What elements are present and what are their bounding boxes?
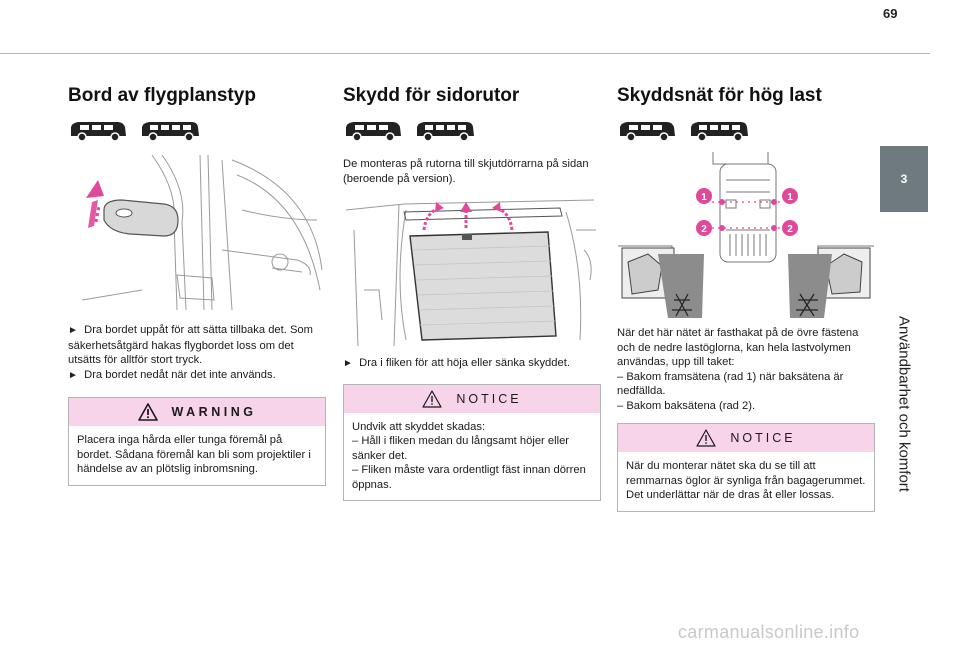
van-long-icon: [691, 122, 748, 142]
cargo-net-intro: När det här nätet är fasthakat på de övr…: [617, 327, 859, 368]
section-airplane-table: Bord av flygplanstyp: [68, 84, 326, 142]
van-icons: [617, 118, 875, 142]
header-rule: [0, 53, 930, 54]
section-title: Skydd för sidorutor: [343, 85, 520, 106]
airplane-table-body: ► Dra bordet uppåt för att sätta tillbak…: [68, 323, 326, 486]
notice-triangle-icon: [696, 429, 716, 447]
notice-text: Undvik att skyddet skadas: – Håll i flik…: [344, 413, 600, 501]
bullet-arrow-icon: ►: [343, 358, 353, 369]
marker-1-right: 1: [787, 192, 793, 203]
bullet-arrow-icon: ►: [68, 325, 78, 336]
notice-triangle-icon: [422, 389, 442, 408]
bullet-shade: ► Dra i fliken för att höja eller sänka …: [343, 356, 601, 372]
notice-title: NOTICE: [456, 391, 522, 406]
marker-2-left: 2: [701, 224, 707, 235]
notice-line: – Håll i fliken medan du långsamt höjer …: [352, 435, 570, 462]
watermark[interactable]: carmanualsonline.info: [678, 622, 860, 642]
bullet-lower: ► Dra bordet nedåt när det inte används.: [68, 368, 326, 384]
warning-title: WARNING: [171, 405, 257, 419]
chapter-tab[interactable]: 3: [880, 146, 928, 212]
bullet-shade-text: Dra i fliken för att höja eller sänka sk…: [359, 357, 570, 369]
van-icons: [68, 118, 326, 142]
notice-header: NOTICE: [344, 384, 600, 413]
chapter-label: Användbarhet och komfort: [895, 316, 913, 492]
van-icons: [343, 118, 601, 142]
van-short-icon: [620, 122, 675, 142]
warning-header: WARNING: [69, 398, 325, 426]
notice-box: NOTICE När du monterar nätet ska du se t…: [617, 423, 875, 512]
bullet-lower-text: Dra bordet nedåt när det inte används.: [84, 368, 276, 381]
warning-triangle-icon: [137, 403, 158, 421]
van-short-icon: [346, 122, 401, 142]
notice-text: När du monterar nätet ska du se till att…: [626, 460, 866, 501]
notice-line: – Fliken måste vara ordentligt fäst inna…: [352, 464, 586, 491]
section-title: Bord av flygplanstyp: [68, 85, 256, 106]
warning-box: WARNING Placera inga hårda eller tunga f…: [68, 397, 326, 486]
airplane-table-illustration: [82, 154, 323, 310]
section-cargo-net: Skyddsnät för hög last: [617, 84, 875, 142]
notice-title: NOTICE: [730, 431, 796, 445]
notice-line: Undvik att skyddet skadas:: [352, 420, 486, 433]
warning-text: Placera inga hårda eller tunga föremål p…: [77, 434, 311, 475]
cargo-net-item-2: – Bakom baksätena (rad 2).: [617, 399, 756, 412]
notice-box: NOTICE Undvik att skyddet skadas: – Håll…: [343, 383, 601, 501]
shade-body: ► Dra i fliken för att höja eller sänka …: [343, 356, 601, 501]
notice-header: NOTICE: [618, 424, 874, 452]
section-title: Skyddsnät för hög last: [617, 85, 822, 106]
page-number: 69: [883, 6, 898, 21]
shade-intro: De monteras på rutorna till skjutdörrarn…: [343, 158, 589, 185]
cargo-net-body: När det här nätet är fasthakat på de övr…: [617, 326, 875, 512]
section-side-window-shades: Skydd för sidorutor De monteras på rutor…: [343, 84, 601, 186]
bullet-arrow-icon: ►: [68, 369, 78, 381]
cargo-net-illustration: 1 1 2 2: [618, 152, 874, 318]
marker-2-right: 2: [787, 224, 793, 235]
cargo-net-item-1: – Bakom framsätena (rad 1) när baksätena…: [617, 370, 844, 398]
van-long-icon: [142, 122, 199, 142]
window-shade-illustration: [345, 199, 596, 346]
marker-1-left: 1: [701, 192, 707, 203]
bullet-raise-text: Dra bordet uppåt för att sätta tillbaka …: [68, 324, 313, 366]
van-long-icon: [417, 122, 474, 142]
van-short-icon: [71, 122, 126, 142]
bullet-raise: ► Dra bordet uppåt för att sätta tillbak…: [68, 323, 326, 368]
